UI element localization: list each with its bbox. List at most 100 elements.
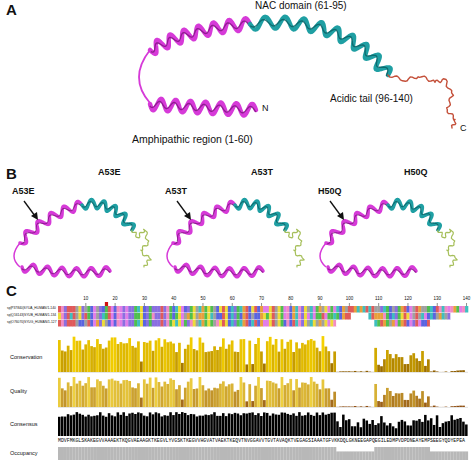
- conservation-bar: [424, 366, 427, 372]
- alignment-cell: [128, 313, 131, 320]
- quality-bar: [401, 393, 404, 407]
- alignment-cell: [73, 313, 76, 320]
- alignment-cell: [456, 313, 459, 320]
- conservation-bar: [213, 346, 216, 372]
- alignment-cell: [161, 306, 164, 313]
- region-label: Acidic tail (96-140): [330, 93, 413, 104]
- alignment-cell: [450, 313, 453, 320]
- alignment-cell: [448, 313, 451, 320]
- occupancy-bar: [307, 447, 310, 460]
- ruler-number: 10: [83, 297, 88, 302]
- quality-bar: [169, 378, 172, 407]
- conservation-bar: [193, 349, 196, 372]
- alignment-cell: [322, 313, 325, 320]
- conservation-bar: [366, 371, 369, 372]
- consensus-bar: [415, 421, 418, 436]
- alignment-cell: [137, 313, 140, 320]
- alignment-cell: [169, 313, 172, 320]
- alignment-cell: [178, 313, 181, 320]
- quality-bar: [254, 386, 257, 407]
- conservation-bar: [93, 347, 96, 372]
- alignment-cell: [146, 313, 149, 320]
- occupancy-bar: [102, 447, 105, 460]
- alignment-cell: [105, 306, 108, 313]
- helix-ribbon: [175, 264, 263, 276]
- alignment-cell: [254, 320, 257, 327]
- alignment-cell: [93, 313, 96, 320]
- alignment-cell: [213, 320, 216, 327]
- alignment-cell: [114, 313, 117, 320]
- consensus-bar: [207, 415, 210, 436]
- alignment-cell: [281, 313, 284, 320]
- alignment-cell: [266, 320, 269, 327]
- quality-bar: [79, 381, 82, 407]
- region-label: Amphipathic region (1-60): [132, 134, 253, 146]
- alignment-cell: [202, 320, 205, 327]
- alignment-cell: [67, 320, 70, 327]
- consensus-bar: [345, 420, 348, 436]
- alignment-cell: [225, 313, 228, 320]
- consensus-bar: [377, 423, 380, 436]
- occupancy-bar: [289, 447, 292, 460]
- conservation-bar: [263, 364, 266, 372]
- alignment-cell: [389, 313, 392, 320]
- occupancy-bar: [366, 451, 369, 460]
- occupancy-bar: [61, 447, 64, 460]
- consensus-bar: [354, 426, 357, 436]
- alignment-cell: [325, 320, 328, 327]
- occupancy-bar: [325, 447, 328, 460]
- occupancy-bar: [310, 447, 313, 460]
- alignment-cell: [102, 306, 105, 313]
- helix-ribbon: [173, 201, 235, 243]
- alignment-cell: [377, 306, 380, 313]
- consensus-bar: [392, 426, 395, 436]
- quality-bar: [325, 388, 328, 407]
- occupancy-bar: [389, 447, 392, 460]
- alignment-cell: [222, 320, 225, 327]
- occupancy-bar: [111, 447, 114, 460]
- consensus-bar: [70, 415, 73, 436]
- alignment-cell: [79, 313, 82, 320]
- ruler-number: 140: [463, 297, 471, 302]
- helix-shade: [235, 202, 285, 231]
- conservation-bar: [204, 352, 207, 372]
- consensus-bar: [307, 412, 310, 436]
- occupancy-bar: [433, 451, 436, 460]
- alignment-cell: [245, 320, 248, 327]
- helix-shade: [22, 266, 110, 275]
- alignment-cell: [79, 306, 82, 313]
- occupancy-bar: [430, 451, 433, 460]
- occupancy-bar: [216, 447, 219, 460]
- quality-bar: [266, 381, 269, 407]
- consensus-bar: [210, 414, 213, 436]
- alignment-cell: [322, 320, 325, 327]
- quality-bar: [73, 377, 76, 407]
- alignment-cell: [172, 313, 175, 320]
- alignment-cell: [430, 320, 433, 327]
- alignment-cell: [117, 313, 120, 320]
- quality-bar: [193, 389, 196, 407]
- alignment-cell: [257, 306, 260, 313]
- consensus-bar: [225, 416, 228, 436]
- consensus-bar: [93, 416, 96, 436]
- alignment-cell: [439, 320, 442, 327]
- occupancy-bar: [204, 447, 207, 460]
- alignment-cell: [295, 306, 298, 313]
- alignment-cell: [298, 306, 301, 313]
- conservation-bar: [58, 340, 61, 372]
- consensus-bar: [348, 419, 351, 436]
- alignment-cell: [210, 320, 213, 327]
- alignment-cell: [61, 320, 64, 327]
- occupancy-bar: [401, 447, 404, 460]
- quality-bar: [134, 388, 137, 407]
- conservation-bar: [327, 351, 330, 372]
- occupancy-bar: [199, 447, 202, 460]
- consensus-bar: [442, 423, 445, 436]
- quality-bar: [433, 406, 436, 407]
- conservation-bar: [131, 346, 134, 372]
- alignment-cell: [175, 320, 178, 327]
- alignment-cell: [87, 320, 90, 327]
- quality-bar: [149, 378, 152, 407]
- alignment-cell: [222, 313, 225, 320]
- alignment-cell: [325, 313, 328, 320]
